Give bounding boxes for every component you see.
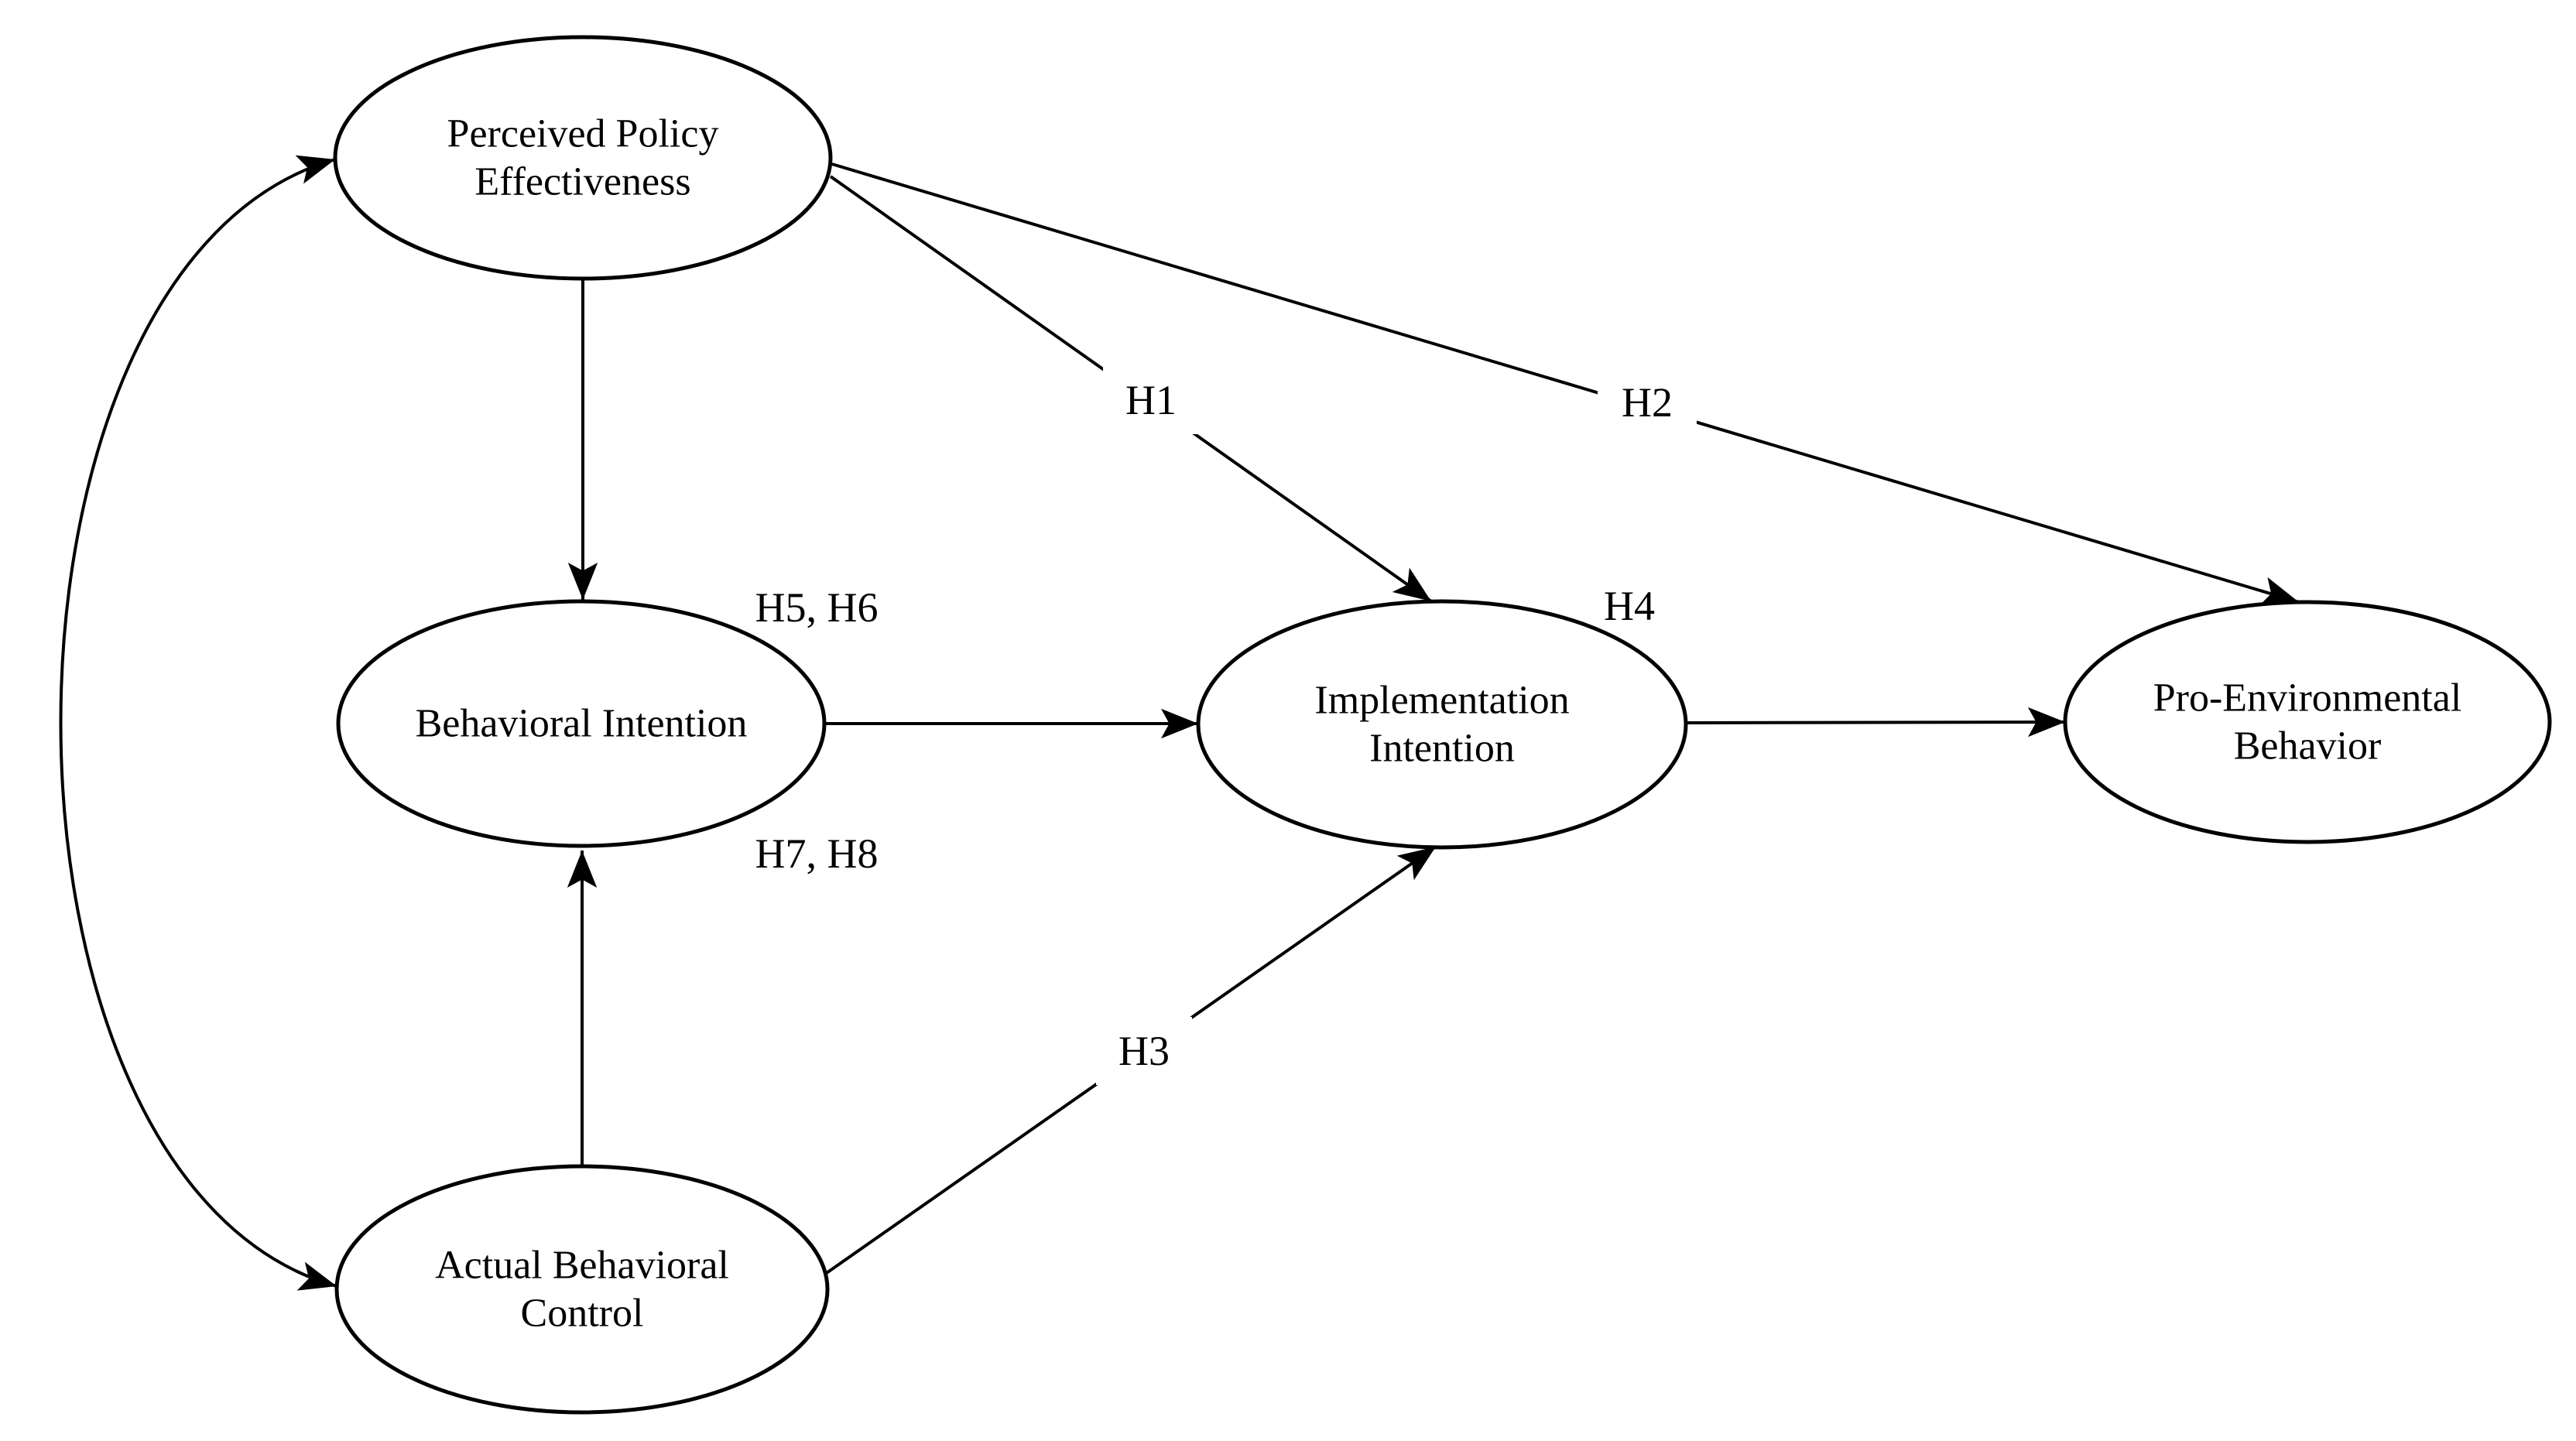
edge-covariance-ppe-abc [59, 155, 337, 1291]
pro-environmental-behavior-ellipse [2063, 600, 2552, 844]
h2-label-mask [1598, 368, 1697, 436]
hypothesis-label-h1: H1 [1125, 377, 1177, 423]
node-perceived-policy-effectiveness: Perceived Policy Effectiveness [333, 35, 833, 281]
edge-ppe-to-peb-h2 [831, 163, 2300, 606]
hypothesis-label-h3: H3 [1118, 1028, 1170, 1074]
actual-behavioral-control-label-line2: Control [521, 1292, 644, 1336]
perceived-policy-effectiveness-label-line2: Effectiveness [474, 160, 690, 204]
hypothesis-label-h5-h6: H5, H6 [755, 584, 879, 631]
hypothesis-label-h4: H4 [1604, 583, 1655, 629]
behavioral-intention-ellipse [336, 599, 827, 848]
node-behavioral-intention: Behavioral Intention [336, 599, 827, 848]
pro-environmental-behavior-label-line2: Behavior [2234, 724, 2382, 768]
hypothesis-label-h7-h8: H7, H8 [755, 830, 879, 877]
node-pro-environmental-behavior: Pro-Environmental Behavior [2063, 600, 2552, 844]
implementation-intention-ellipse [1196, 599, 1688, 850]
pro-environmental-behavior-label-line1: Pro-Environmental [2153, 676, 2462, 720]
implementation-intention-label-line1: Implementation [1314, 679, 1569, 723]
behavioral-intention-label: Behavioral Intention [416, 702, 748, 746]
h3-label-mask [1096, 1017, 1192, 1085]
perceived-policy-effectiveness-label-line1: Perceived Policy [447, 112, 719, 156]
hypothesis-label-h2: H2 [1622, 379, 1673, 426]
actual-behavioral-control-ellipse [334, 1164, 830, 1415]
edge-ii-to-peb [1687, 707, 2066, 738]
node-implementation-intention: Implementation Intention [1196, 599, 1688, 850]
node-actual-behavioral-control: Actual Behavioral Control [334, 1164, 830, 1415]
implementation-intention-label-line2: Intention [1369, 727, 1515, 771]
perceived-policy-effectiveness-ellipse [333, 35, 833, 281]
actual-behavioral-control-label-line1: Actual Behavioral [435, 1244, 729, 1288]
h1-label-mask [1103, 366, 1199, 434]
